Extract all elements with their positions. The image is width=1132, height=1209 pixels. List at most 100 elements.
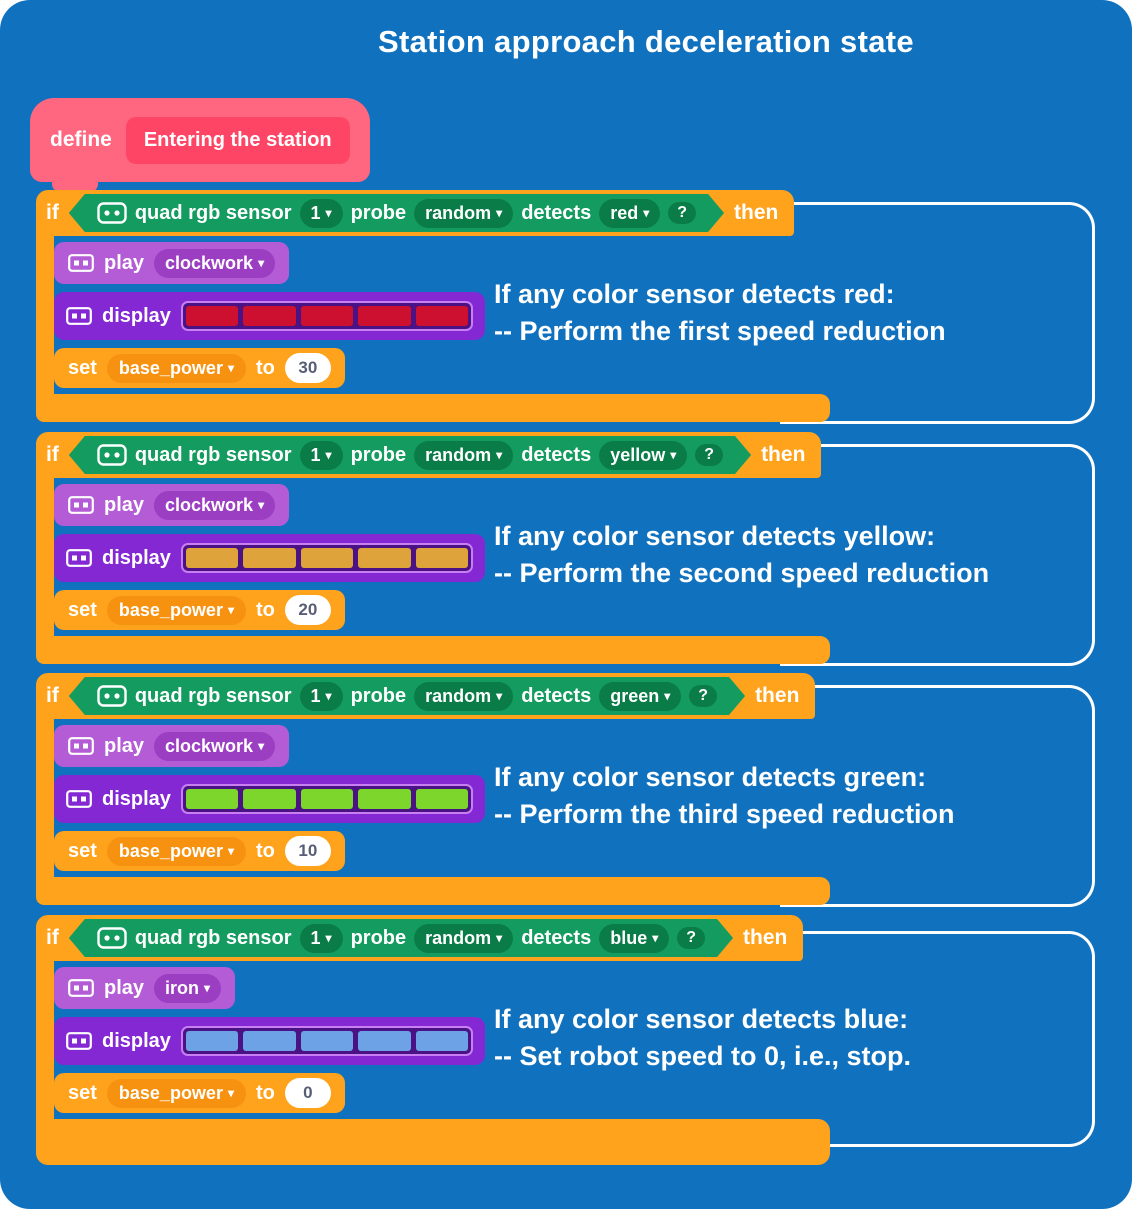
value-input[interactable]: 10 bbox=[284, 836, 331, 866]
annotation-text: If any color sensor detects red: -- Perf… bbox=[494, 276, 946, 350]
if-script-blue[interactable]: if quad rgb sensor 1 probe random detect… bbox=[36, 915, 1095, 1165]
led-cell[interactable] bbox=[300, 1031, 354, 1051]
if-block-left-spine bbox=[36, 961, 54, 1119]
if-block-header[interactable]: if quad rgb sensor 1 probe random detect… bbox=[36, 432, 822, 478]
led-cell[interactable] bbox=[358, 1031, 411, 1051]
probe-dropdown[interactable]: random bbox=[414, 924, 513, 953]
play-label: play bbox=[104, 251, 145, 274]
if-block-left-spine bbox=[36, 478, 54, 636]
sound-dropdown[interactable]: iron bbox=[154, 973, 222, 1003]
quad-rgb-sensor-boolean[interactable]: quad rgb sensor 1 probe random detects r… bbox=[69, 194, 724, 232]
led-display-block[interactable]: display bbox=[54, 775, 485, 823]
led-cell[interactable] bbox=[243, 1031, 296, 1051]
if-script-green[interactable]: if quad rgb sensor 1 probe random detect… bbox=[36, 673, 1095, 907]
quad-rgb-sensor-boolean[interactable]: quad rgb sensor 1 probe random detects b… bbox=[69, 919, 733, 957]
led-display-block[interactable]: display bbox=[54, 534, 485, 582]
quad-rgb-sensor-icon bbox=[97, 685, 127, 707]
display-label: display bbox=[102, 546, 171, 569]
port-dropdown[interactable]: 1 bbox=[300, 199, 343, 228]
variable-dropdown[interactable]: base_power bbox=[106, 1078, 246, 1108]
annotation-line-2: -- Perform the second speed reduction bbox=[494, 558, 990, 588]
port-dropdown[interactable]: 1 bbox=[300, 682, 343, 711]
if-block-bottom-arm bbox=[36, 394, 830, 422]
port-dropdown[interactable]: 1 bbox=[300, 441, 343, 470]
if-block-header[interactable]: if quad rgb sensor 1 probe random detect… bbox=[36, 915, 804, 961]
led-cell[interactable] bbox=[415, 548, 468, 568]
value-input[interactable]: 20 bbox=[284, 595, 331, 625]
led-cell[interactable] bbox=[358, 789, 411, 809]
value-input[interactable]: 30 bbox=[284, 353, 331, 383]
led-cell[interactable] bbox=[185, 1031, 239, 1051]
play-sound-block[interactable]: play iron bbox=[54, 967, 236, 1009]
play-sound-block[interactable]: play clockwork bbox=[54, 484, 290, 526]
if-script-red[interactable]: if quad rgb sensor 1 probe random detect… bbox=[36, 190, 1095, 424]
define-keyword: define bbox=[50, 128, 112, 151]
color-dropdown[interactable]: blue bbox=[599, 924, 669, 953]
define-procedure-name: Entering the station bbox=[125, 116, 350, 164]
led-cell[interactable] bbox=[415, 1031, 468, 1051]
annotation-line-1: If any color sensor detects blue: bbox=[494, 1004, 909, 1034]
value-input[interactable]: 0 bbox=[284, 1078, 331, 1108]
to-label: to bbox=[255, 356, 275, 379]
led-cell[interactable] bbox=[243, 548, 296, 568]
led-cell[interactable] bbox=[358, 306, 411, 326]
probe-dropdown[interactable]: random bbox=[414, 441, 513, 470]
color-dropdown[interactable]: green bbox=[599, 682, 681, 711]
variable-dropdown[interactable]: base_power bbox=[106, 836, 246, 866]
led-display-block[interactable]: display bbox=[54, 292, 485, 340]
color-dropdown[interactable]: red bbox=[599, 199, 660, 228]
variable-dropdown[interactable]: base_power bbox=[106, 353, 246, 383]
probe-dropdown[interactable]: random bbox=[414, 199, 513, 228]
define-block[interactable]: define Entering the station bbox=[30, 98, 370, 192]
sound-dropdown[interactable]: clockwork bbox=[154, 490, 276, 520]
comment-outline bbox=[780, 444, 1095, 666]
probe-dropdown[interactable]: random bbox=[414, 682, 513, 711]
led-cell[interactable] bbox=[300, 789, 354, 809]
led-display-block[interactable]: display bbox=[54, 1017, 485, 1065]
sensor-block-label: quad rgb sensor bbox=[134, 926, 292, 949]
if-block-bottom-arm bbox=[36, 1119, 830, 1165]
variable-dropdown[interactable]: base_power bbox=[106, 595, 246, 625]
if-block-left-spine bbox=[36, 719, 54, 877]
set-variable-block[interactable]: set base_power to 0 bbox=[54, 1073, 345, 1113]
led-cell[interactable] bbox=[185, 548, 239, 568]
probe-label: probe bbox=[350, 684, 407, 707]
question-mark-label: ? bbox=[689, 685, 717, 707]
set-label: set bbox=[68, 839, 97, 862]
quad-rgb-sensor-boolean[interactable]: quad rgb sensor 1 probe random detects g… bbox=[69, 677, 745, 715]
set-variable-block[interactable]: set base_power to 10 bbox=[54, 831, 345, 871]
sound-dropdown[interactable]: clockwork bbox=[154, 248, 276, 278]
quad-rgb-sensor-icon bbox=[97, 444, 127, 466]
display-label: display bbox=[102, 787, 171, 810]
quad-rgb-sensor-boolean[interactable]: quad rgb sensor 1 probe random detects y… bbox=[69, 436, 751, 474]
if-block-header[interactable]: if quad rgb sensor 1 probe random detect… bbox=[36, 190, 795, 236]
led-color-track[interactable] bbox=[180, 784, 473, 814]
led-cell[interactable] bbox=[185, 306, 239, 326]
led-cell[interactable] bbox=[185, 789, 239, 809]
play-sound-block[interactable]: play clockwork bbox=[54, 242, 290, 284]
led-cell[interactable] bbox=[415, 789, 468, 809]
if-script-yellow[interactable]: if quad rgb sensor 1 probe random detect… bbox=[36, 432, 1095, 666]
set-variable-block[interactable]: set base_power to 30 bbox=[54, 348, 345, 388]
led-color-track[interactable] bbox=[180, 1026, 473, 1056]
page-title: Station approach deceleration state bbox=[378, 24, 914, 59]
port-dropdown[interactable]: 1 bbox=[300, 924, 343, 953]
led-cell[interactable] bbox=[300, 306, 354, 326]
led-cell[interactable] bbox=[300, 548, 354, 568]
play-label: play bbox=[104, 734, 145, 757]
led-color-track[interactable] bbox=[180, 543, 473, 573]
led-cell[interactable] bbox=[415, 306, 468, 326]
led-cell[interactable] bbox=[358, 548, 411, 568]
led-color-track[interactable] bbox=[180, 301, 473, 331]
comment-outline bbox=[780, 685, 1095, 907]
led-cell[interactable] bbox=[243, 789, 296, 809]
color-dropdown[interactable]: yellow bbox=[599, 441, 687, 470]
then-label: then bbox=[755, 684, 800, 707]
display-label: display bbox=[102, 304, 171, 327]
sound-dropdown[interactable]: clockwork bbox=[154, 731, 276, 761]
annotation-text: If any color sensor detects green: -- Pe… bbox=[494, 759, 955, 833]
play-sound-block[interactable]: play clockwork bbox=[54, 725, 290, 767]
if-block-header[interactable]: if quad rgb sensor 1 probe random detect… bbox=[36, 673, 816, 719]
led-cell[interactable] bbox=[243, 306, 296, 326]
set-variable-block[interactable]: set base_power to 20 bbox=[54, 590, 345, 630]
